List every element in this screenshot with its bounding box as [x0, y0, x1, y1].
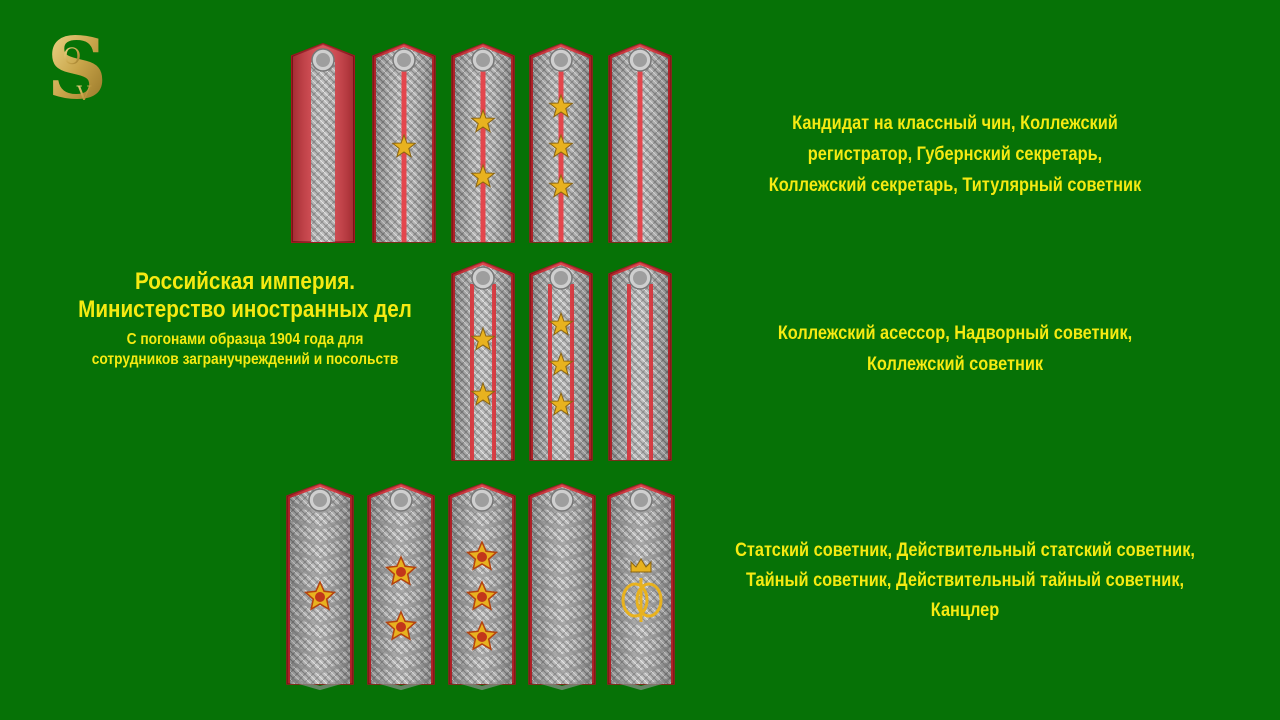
svg-text:S: S	[47, 28, 108, 108]
epaulette	[450, 42, 516, 243]
svg-text:V: V	[76, 81, 92, 105]
caption-row2-line: Коллежский асессор, Надворный советник,	[777, 323, 1133, 344]
epaulette-graphic	[286, 483, 354, 691]
epaulette-graphic	[372, 43, 436, 243]
caption-row1-line: Коллежский секретарь, Титулярный советни…	[768, 175, 1142, 196]
caption-row1-line: регистратор, Губернский секретарь,	[807, 144, 1103, 165]
epaulette-graphic	[528, 483, 596, 691]
svg-text:O: O	[63, 45, 81, 70]
caption-row1-line: Кандидат на классный чин, Коллежский	[792, 113, 1118, 134]
epaulette-graphic	[448, 483, 516, 691]
epaulette	[607, 42, 673, 243]
epaulette-graphic	[529, 261, 593, 461]
epaulette	[528, 42, 594, 243]
epaulette	[366, 482, 436, 691]
epaulette-graphic	[367, 483, 435, 691]
epaulette	[606, 482, 676, 691]
epaulette-graphic	[529, 43, 593, 243]
caption-row3-line: Канцлер	[930, 600, 1000, 621]
epaulette	[285, 482, 355, 691]
epaulette	[450, 260, 516, 461]
caption-row1: Кандидат на классный чин, Коллежский рег…	[736, 108, 1175, 201]
page-title-line2: Министерство иностранных дел	[78, 296, 412, 323]
epaulette	[447, 482, 517, 691]
caption-row3: Статский советник, Действительный статск…	[720, 536, 1210, 626]
sov-logo: S O V	[42, 19, 112, 118]
epaulette-graphic	[607, 483, 675, 691]
epaulette	[527, 482, 597, 691]
page-subtitle-line2: сотрудников загранучреждений и посольств	[91, 351, 399, 368]
caption-row3-line: Статский советник, Действительный статск…	[735, 540, 1195, 561]
epaulette-graphic	[451, 261, 515, 461]
epaulette-graphic	[608, 43, 672, 243]
page-subtitle-line1: С погонами образца 1904 года для	[126, 331, 364, 348]
page-title-line1: Российская империя.	[135, 268, 355, 295]
epaulette	[607, 260, 673, 461]
caption-row2-line: Коллежский советник	[866, 354, 1044, 375]
epaulette	[371, 42, 437, 243]
epaulette	[528, 260, 594, 461]
caption-row3-line: Тайный советник, Действительный тайный с…	[745, 570, 1185, 591]
caption-row2: Коллежский асессор, Надворный советник, …	[736, 318, 1175, 380]
epaulette-graphic	[608, 261, 672, 461]
epaulette	[290, 42, 356, 243]
page-title-block: Российская империя. Министерство иностра…	[69, 268, 422, 370]
epaulette-graphic	[451, 43, 515, 243]
epaulette-graphic	[291, 42, 355, 243]
